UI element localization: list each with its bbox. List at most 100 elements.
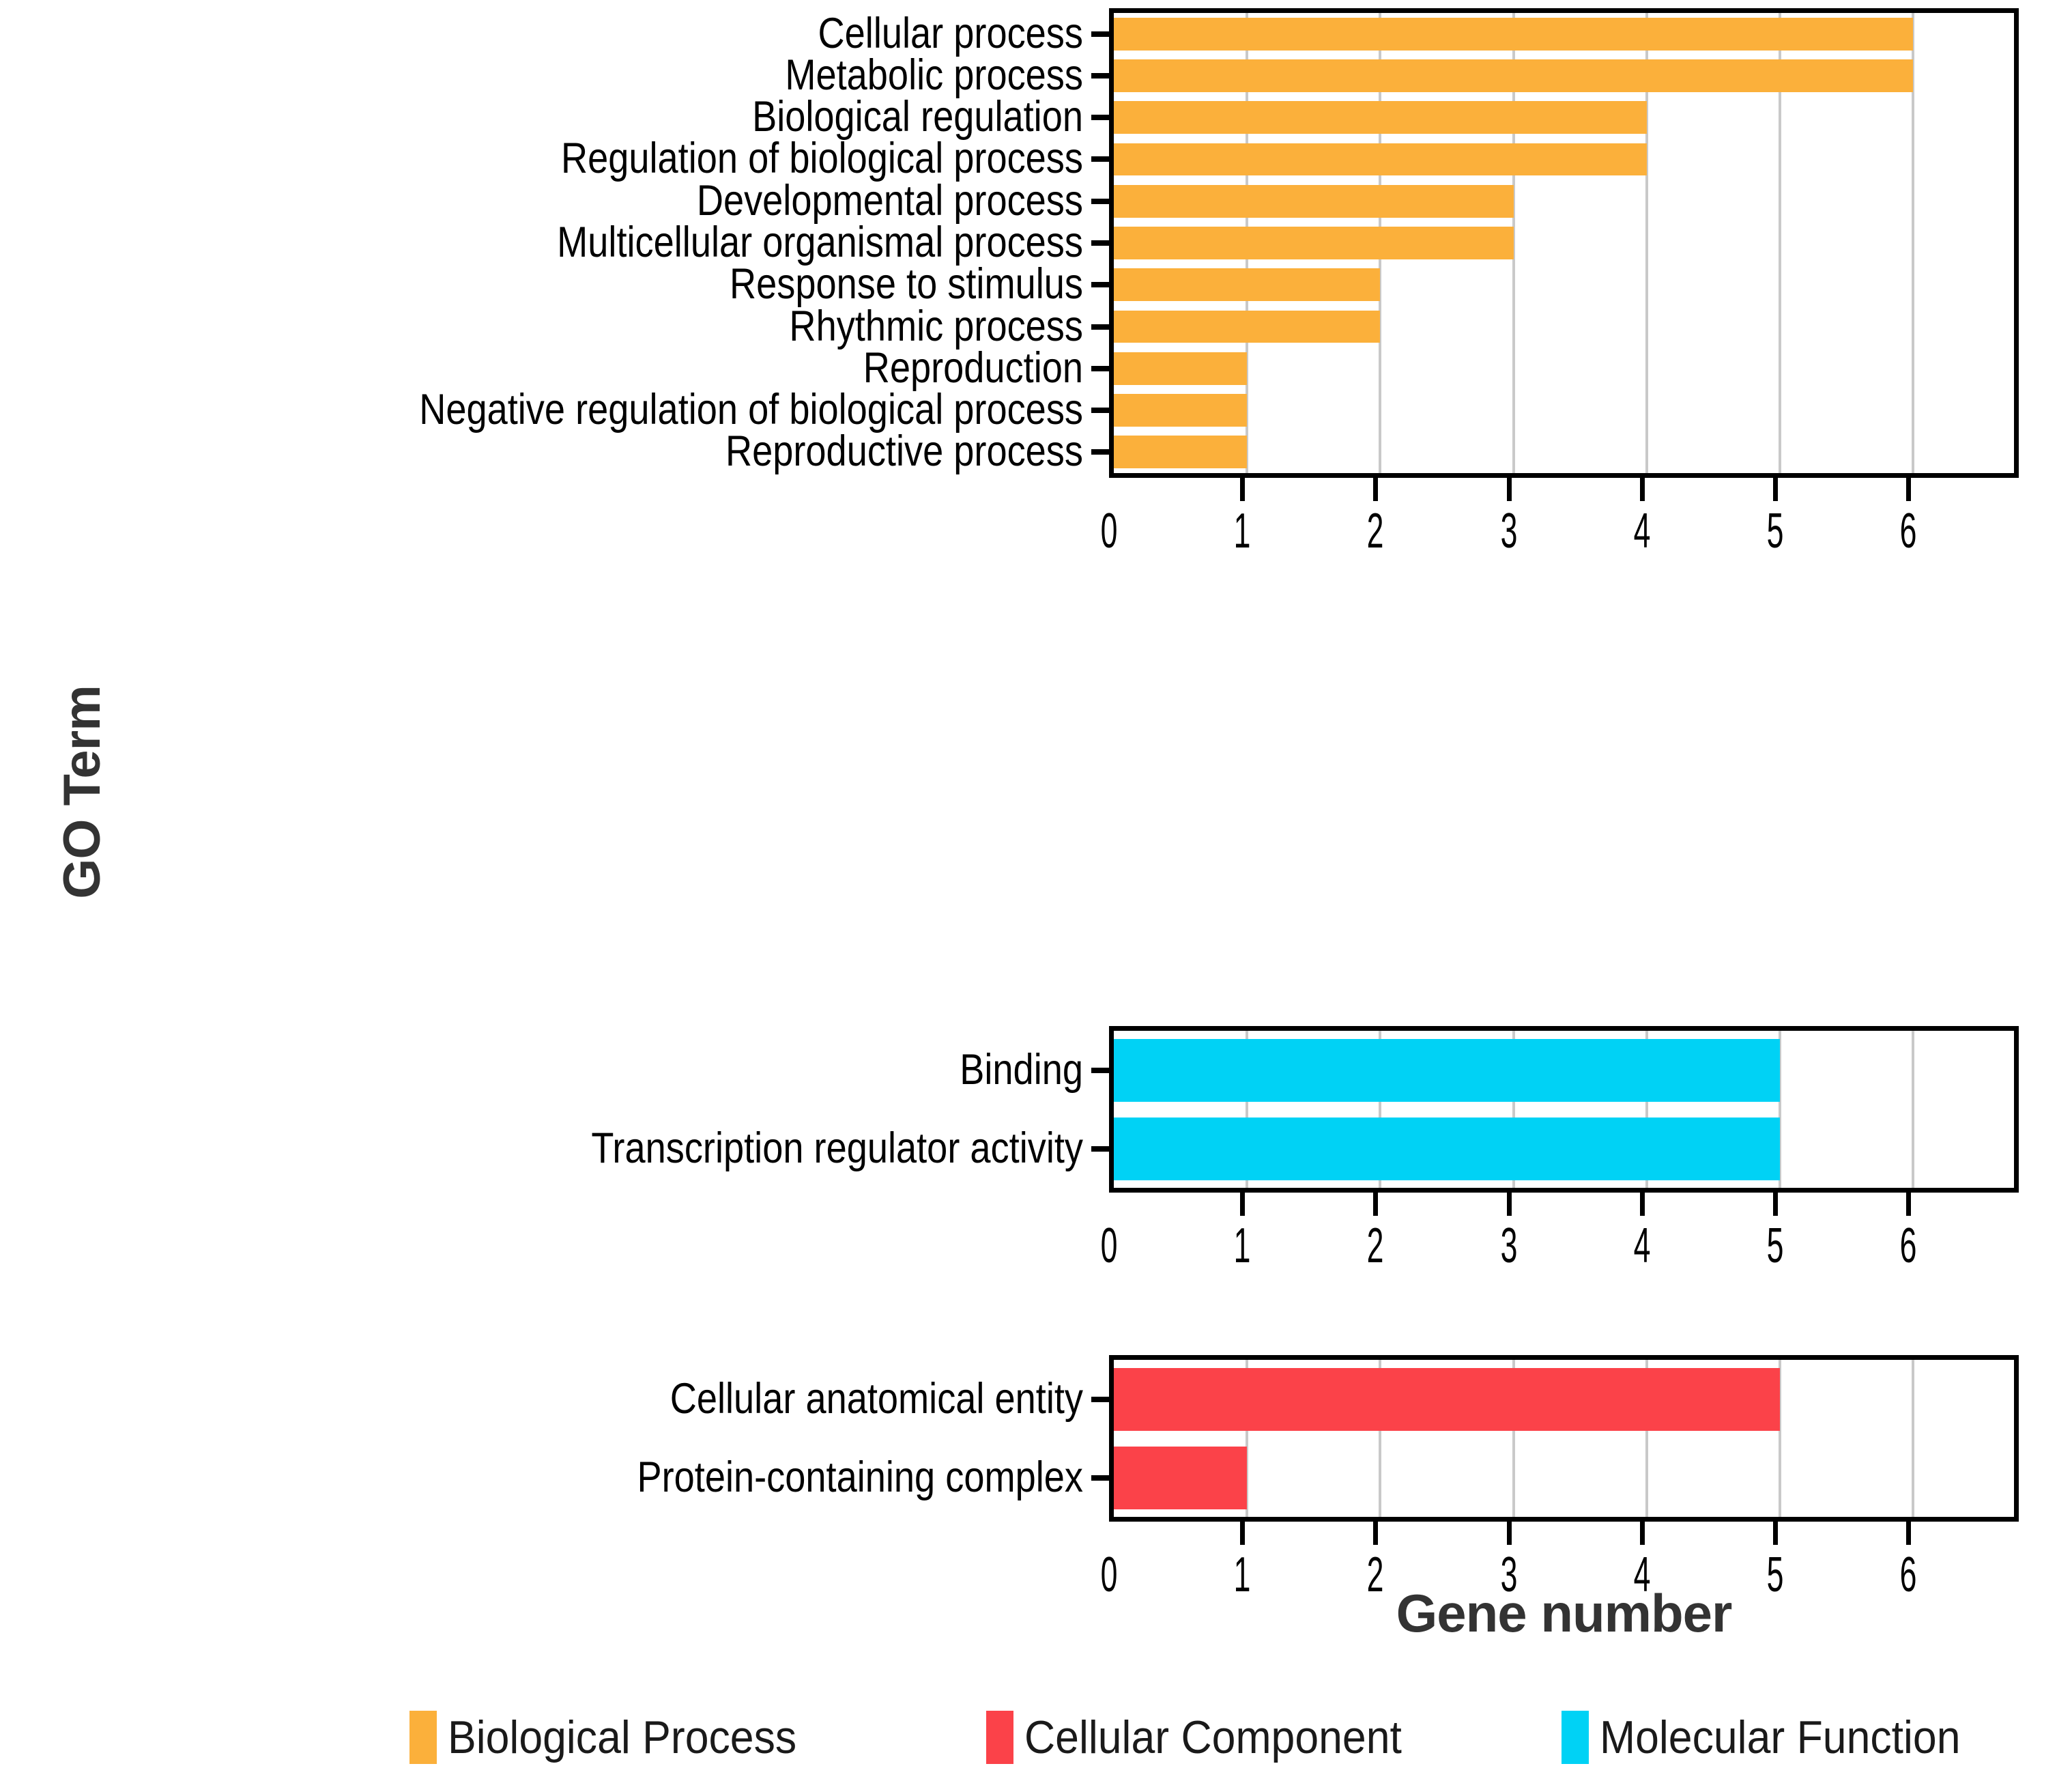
bar-row[interactable]: [1114, 227, 2014, 259]
x-axis-tick-label: 0: [1100, 1548, 1118, 1602]
bar[interactable]: [1114, 59, 1913, 92]
category-label: Rhythmic process: [789, 302, 1083, 350]
category-tick: [1091, 324, 1109, 330]
gridline: [1912, 13, 1914, 473]
x-axis-tick: [1906, 1193, 1911, 1216]
x-axis-tick: [1906, 478, 1911, 501]
bar-row[interactable]: [1114, 1367, 2014, 1431]
category-tick: [1091, 156, 1109, 162]
bar-row[interactable]: [1114, 17, 2014, 51]
bar[interactable]: [1114, 227, 1514, 259]
plot-area-molecular-function: [1114, 1031, 2014, 1188]
y-axis-title: GO Term: [0, 601, 164, 983]
category-label: Developmental process: [696, 176, 1083, 225]
bar-row[interactable]: [1114, 59, 2014, 92]
category-tick: [1091, 240, 1109, 246]
bar[interactable]: [1114, 1446, 1248, 1509]
x-axis-tick: [1506, 1522, 1512, 1545]
bar-row[interactable]: [1114, 1446, 2014, 1509]
x-axis-tick-label: 4: [1633, 504, 1651, 558]
gridline: [1246, 1031, 1249, 1188]
panel-cellular-component: [1109, 1355, 2019, 1522]
bar-row[interactable]: [1114, 101, 2014, 134]
bar-row[interactable]: [1114, 1038, 2014, 1102]
bar-row[interactable]: [1114, 143, 2014, 176]
category-label: Protein-containing complex: [637, 1453, 1083, 1501]
category-tick: [1091, 449, 1109, 455]
bar-row[interactable]: [1114, 268, 2014, 302]
category-tick: [1091, 408, 1109, 414]
category-tick: [1091, 1396, 1109, 1402]
x-axis-tick-label: 3: [1500, 1219, 1517, 1273]
bar[interactable]: [1114, 17, 1913, 51]
bar[interactable]: [1114, 268, 1381, 302]
x-axis-tick: [1772, 1193, 1778, 1216]
x-axis-tick-label: 2: [1366, 504, 1384, 558]
gridline: [1379, 1360, 1382, 1517]
x-axis-tick-label: 5: [1766, 504, 1784, 558]
bar-row[interactable]: [1114, 310, 2014, 343]
category-label: Negative regulation of biological proces…: [419, 386, 1083, 434]
legend-item-molecular-function[interactable]: Molecular Function: [1562, 1711, 1991, 1764]
category-tick: [1091, 72, 1109, 79]
legend-item-cellular-component[interactable]: Cellular Component: [986, 1711, 1435, 1764]
x-axis-tick-label: 1: [1233, 1219, 1251, 1273]
x-axis-tick: [1772, 1522, 1778, 1545]
bar[interactable]: [1114, 1038, 1780, 1102]
legend-label: Cellular Component: [1024, 1711, 1402, 1763]
category-label: Binding: [960, 1045, 1083, 1094]
y-axis-title-text: GO Term: [53, 685, 111, 899]
gridline: [1645, 1031, 1648, 1188]
x-axis-tick: [1639, 478, 1645, 501]
bar-row[interactable]: [1114, 1117, 2014, 1180]
bar-row[interactable]: [1114, 394, 2014, 427]
plot-area-cellular-component: [1114, 1360, 2014, 1517]
panel-biological-process: [1109, 8, 2019, 478]
x-axis-tick: [1639, 1522, 1645, 1545]
bar-row[interactable]: [1114, 184, 2014, 218]
bar[interactable]: [1114, 436, 1248, 469]
category-tick: [1091, 115, 1109, 121]
bar[interactable]: [1114, 310, 1381, 343]
legend-item-biological-process[interactable]: Biological Process: [409, 1711, 827, 1764]
bar[interactable]: [1114, 143, 1647, 176]
category-tick: [1091, 31, 1109, 37]
legend-swatch-icon: [986, 1711, 1013, 1764]
bar[interactable]: [1114, 1367, 1780, 1431]
bar[interactable]: [1114, 352, 1248, 385]
gridline: [1645, 1360, 1648, 1517]
category-tick: [1091, 1067, 1109, 1073]
legend-swatch-icon: [1562, 1711, 1589, 1764]
category-label: Biological regulation: [752, 93, 1083, 141]
category-label: Regulation of biological process: [560, 134, 1083, 183]
bar-row[interactable]: [1114, 352, 2014, 385]
gridline: [1645, 13, 1648, 473]
category-label: Reproduction: [863, 343, 1083, 392]
x-axis-tick: [1506, 478, 1512, 501]
bar-row[interactable]: [1114, 436, 2014, 469]
legend: Biological Process Cellular Component Mo…: [409, 1700, 2072, 1775]
gridline: [1246, 1360, 1249, 1517]
x-axis-tick: [1240, 1522, 1246, 1545]
x-axis-tick-label: 3: [1500, 1548, 1517, 1602]
gridline: [1379, 1031, 1382, 1188]
bar[interactable]: [1114, 101, 1647, 134]
panel-molecular-function: [1109, 1026, 2019, 1193]
x-axis-tick-label: 5: [1766, 1548, 1784, 1602]
category-label: Transcription regulator activity: [591, 1124, 1083, 1172]
bar[interactable]: [1114, 184, 1514, 218]
x-axis-tick-label: 3: [1500, 504, 1517, 558]
category-tick: [1091, 198, 1109, 204]
x-axis-tick-label: 2: [1366, 1548, 1384, 1602]
category-tick: [1091, 1145, 1109, 1152]
gridline: [1512, 13, 1515, 473]
x-axis-tick-label: 1: [1233, 504, 1251, 558]
category-label: Multicellular organismal process: [557, 218, 1083, 266]
bar[interactable]: [1114, 394, 1248, 427]
bar[interactable]: [1114, 1117, 1780, 1180]
category-label: Reproductive process: [725, 427, 1083, 476]
category-tick: [1091, 1475, 1109, 1481]
category-label: Response to stimulus: [730, 260, 1083, 309]
x-axis-tick-label: 4: [1633, 1548, 1651, 1602]
category-tick: [1091, 282, 1109, 288]
